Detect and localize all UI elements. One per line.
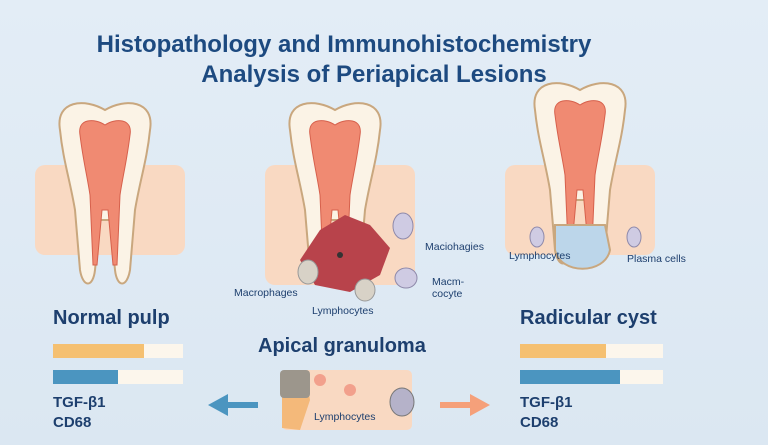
page-title-line1: Histopathology and Immunohistochemistry xyxy=(96,31,592,58)
inset-label-lymphocytes: Lymphocytes xyxy=(314,411,376,423)
label-maciohagies: Maciohagies xyxy=(425,241,484,253)
cyst-cd68-bar xyxy=(520,370,663,384)
normal-cd68-bar xyxy=(53,370,183,384)
cyst-label-lymphocytes: Lymphocytes xyxy=(509,250,571,262)
cyst-marker-cd68: CD68 xyxy=(520,414,559,431)
label-macrophages: Macrophages xyxy=(234,287,298,299)
label-cocyte: cocyte xyxy=(432,288,463,300)
cyst-tgf-bar xyxy=(520,344,663,358)
normal-marker-cd68: CD68 xyxy=(53,414,92,431)
cyst-label-plasma: Plasma cells xyxy=(627,253,686,265)
normal-marker-tgf: TGF-β1 xyxy=(53,394,106,411)
arrow-right-icon xyxy=(440,394,490,416)
normal-tgf-bar xyxy=(53,344,183,358)
heading-apical-granuloma: Apical granuloma xyxy=(258,335,426,357)
granuloma-inset xyxy=(280,370,415,430)
granuloma-tooth-diagram xyxy=(265,102,418,302)
cyst-marker-tgf: TGF-β1 xyxy=(520,394,573,411)
cyst-tooth-diagram xyxy=(505,82,655,270)
heading-normal-pulp: Normal pulp xyxy=(53,307,170,329)
normal-tooth-diagram xyxy=(35,102,185,285)
arrow-left-icon xyxy=(208,394,258,416)
label-macm: Macm- xyxy=(432,276,465,288)
page-title-line2: Analysis of Periapical Lesions xyxy=(201,61,547,88)
label-lymphocytes: Lymphocytes xyxy=(312,305,374,317)
heading-radicular-cyst: Radicular cyst xyxy=(520,307,657,329)
